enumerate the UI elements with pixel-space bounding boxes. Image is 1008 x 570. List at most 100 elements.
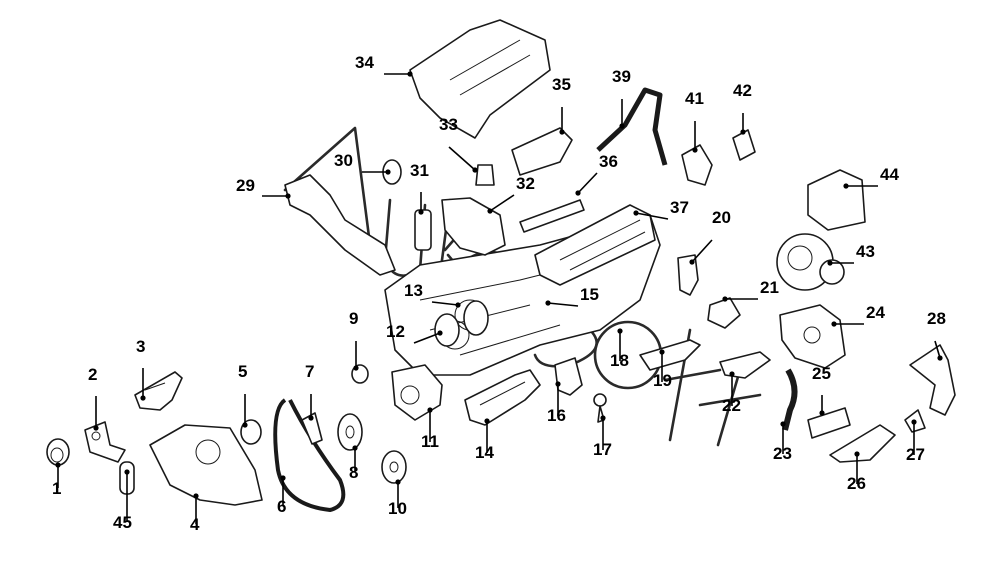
callout-dot-19 [659,349,665,355]
callout-dot-39 [619,123,625,129]
callout-leader-20 [691,239,713,263]
part-14 [464,369,541,426]
callout-dot-9 [353,365,359,371]
part-3 [134,371,183,411]
callout-label-11: 11 [421,432,439,451]
callout-label-32: 32 [516,174,535,193]
callout-label-24: 24 [866,303,885,322]
callout-dot-32 [487,208,493,214]
callout-leader-32 [489,194,515,212]
callout-label-17: 17 [593,440,612,459]
callout-label-19: 19 [653,371,672,390]
callout-dot-17 [600,415,606,421]
part-1 [46,438,70,466]
callout-dot-11 [427,407,433,413]
callout-label-34: 34 [355,53,374,72]
callout-label-20: 20 [712,208,731,227]
callout-dot-31 [418,209,424,215]
callout-label-6: 6 [277,497,287,516]
callout-dot-16 [555,381,561,387]
callout-label-13: 13 [404,281,423,300]
callout-dot-25 [819,410,825,416]
callout-label-42: 42 [733,81,752,100]
callout-dot-13 [455,302,461,308]
callout-dot-45 [124,469,130,475]
callout-label-43: 43 [856,242,875,261]
part-20 [677,254,699,296]
callout-dot-10 [395,479,401,485]
callout-dot-29 [285,193,291,199]
part-4 [149,424,263,506]
part-19 [639,339,701,371]
part-29 [284,174,396,276]
part-21 [707,297,741,329]
callout-dot-34 [407,71,413,77]
callout-dot-37 [633,210,639,216]
part-33 [475,164,495,186]
part-42 [732,129,756,161]
callout-dot-5 [242,422,248,428]
callout-leader-15 [547,302,579,307]
callout-label-5: 5 [238,362,248,381]
callout-leader-28 [934,340,941,359]
part-35 [511,127,573,176]
callout-label-22: 22 [722,396,741,415]
callout-label-23: 23 [773,444,792,463]
callout-dot-23 [780,421,786,427]
callout-label-9: 9 [349,309,359,328]
callout-dot-43 [827,260,833,266]
callout-dot-24 [831,321,837,327]
callout-label-35: 35 [552,75,571,94]
callout-dot-28 [937,355,943,361]
callout-label-15: 15 [580,285,599,304]
part-41 [681,144,713,186]
part-13 [463,300,489,336]
callout-dot-4 [193,493,199,499]
callout-label-3: 3 [136,337,146,356]
part-28 [909,344,956,416]
callout-label-37: 37 [670,198,689,217]
callout-label-28: 28 [927,309,946,328]
callout-dot-44 [843,183,849,189]
part-34 [409,19,551,139]
callout-label-30: 30 [334,151,353,170]
part-17 [593,393,607,423]
part-10 [381,450,407,484]
callout-dot-30 [385,169,391,175]
callout-leader-13 [431,301,459,306]
part-37 [534,204,656,286]
callout-label-31: 31 [410,161,429,180]
callout-dot-22 [729,371,735,377]
callout-dot-36 [575,190,581,196]
callout-dot-15 [545,300,551,306]
callout-label-36: 36 [599,152,618,171]
callout-label-18: 18 [610,351,629,370]
callout-dot-18 [617,328,623,334]
callout-dot-26 [854,451,860,457]
part-36 [519,199,585,233]
callout-label-4: 4 [190,515,200,534]
callout-label-39: 39 [612,67,631,86]
callout-dot-8 [352,445,358,451]
part-2 [84,421,126,463]
callout-label-21: 21 [760,278,779,297]
callout-label-29: 29 [236,176,255,195]
part-6 [273,398,346,512]
callout-label-14: 14 [475,443,494,462]
part-44 [807,169,866,231]
callout-label-44: 44 [880,165,899,184]
callout-leader-33 [448,146,476,171]
callout-label-41: 41 [685,89,704,108]
callout-dot-41 [692,147,698,153]
part-23 [782,368,798,431]
part-11 [391,364,443,421]
callout-dot-21 [722,296,728,302]
callout-dot-2 [93,425,99,431]
callout-dot-3 [140,395,146,401]
callout-label-2: 2 [88,365,98,384]
part-26 [829,424,896,463]
part-12 [434,313,460,347]
callout-label-1: 1 [52,479,62,498]
callout-label-8: 8 [349,463,359,482]
